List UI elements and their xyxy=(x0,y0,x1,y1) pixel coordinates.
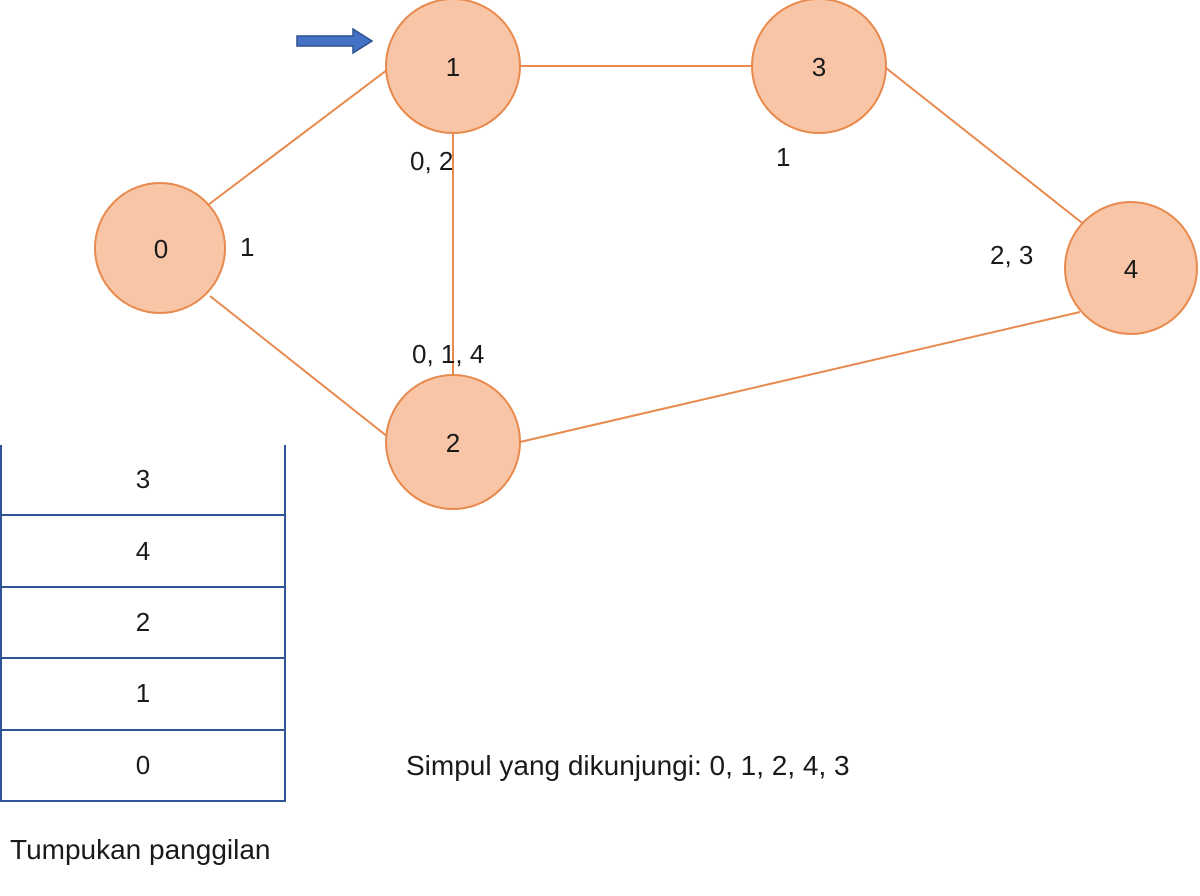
adjacency-label-node-2: 0, 1, 4 xyxy=(412,339,484,369)
node-2: 2 xyxy=(385,374,521,510)
current-node-arrow-icon xyxy=(296,27,374,55)
stack-item: 2 xyxy=(2,588,284,660)
node-0-label: 0 xyxy=(154,234,168,264)
stack-item: 3 xyxy=(2,445,284,517)
node-2-label: 2 xyxy=(446,428,460,458)
node-4: 4 xyxy=(1064,201,1198,335)
edge-3-4 xyxy=(885,67,1087,227)
edge-0-2 xyxy=(209,295,389,438)
node-3-label: 3 xyxy=(812,52,826,82)
adjacency-label-node-3: 1 xyxy=(776,142,790,172)
node-4-label: 4 xyxy=(1124,254,1138,284)
adjacency-label-node-0: 1 xyxy=(240,232,254,262)
adjacency-label-node-4: 2, 3 xyxy=(990,240,1033,270)
call-stack: 3 4 2 1 0 xyxy=(0,445,286,802)
node-1-label: 1 xyxy=(446,52,460,82)
node-0: 0 xyxy=(94,182,226,314)
edge-0-1 xyxy=(207,66,392,206)
stack-item: 1 xyxy=(2,659,284,731)
stack-caption: Tumpukan panggilan xyxy=(10,834,271,865)
node-1: 1 xyxy=(385,0,521,134)
stack-item: 0 xyxy=(135,749,151,780)
visited-nodes-text: Simpul yang dikunjungi: 0, 1, 2, 4, 3 xyxy=(406,750,850,781)
adjacency-label-node-1: 0, 2 xyxy=(410,146,453,176)
edge-2-4 xyxy=(519,311,1081,443)
stack-item: 4 xyxy=(2,516,284,588)
node-3: 3 xyxy=(751,0,887,134)
